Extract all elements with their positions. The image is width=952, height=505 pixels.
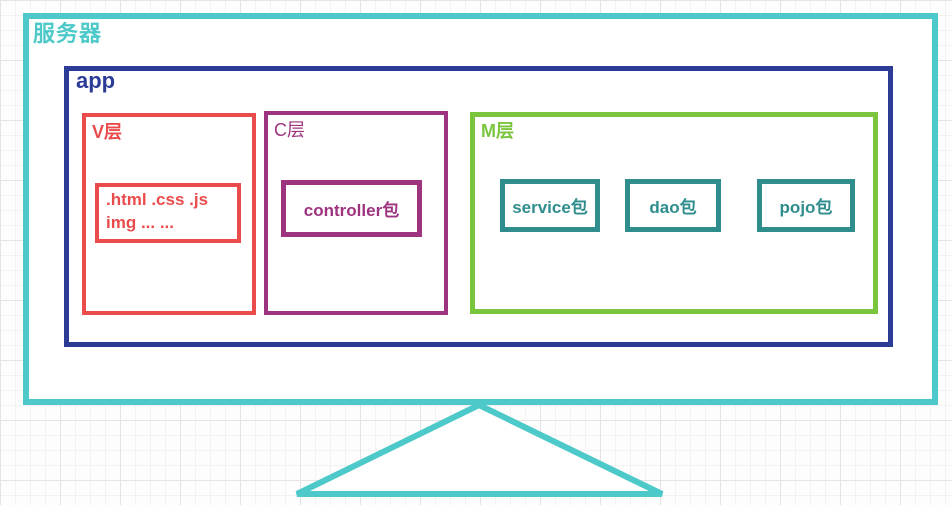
app-label: app [76, 68, 116, 93]
service-package-box: service包 [500, 179, 600, 232]
model-layer-box: M层 service包 dao包 pojo包 [470, 112, 878, 314]
monitor-stand-triangle [295, 401, 664, 497]
view-layer-box: V层 .html .css .js img ... ... [82, 113, 256, 315]
view-layer-label: V层 [92, 122, 123, 142]
model-layer-label: M层 [481, 121, 514, 141]
view-files-box: .html .css .js img ... ... [95, 183, 241, 243]
app-container: app V层 .html .css .js img ... ... C层 con… [64, 66, 893, 347]
pojo-package-box: pojo包 [757, 179, 855, 232]
server-container: 服务器 app V层 .html .css .js img ... ... C层… [23, 13, 938, 405]
dao-package-box: dao包 [625, 179, 721, 232]
controller-layer-label: C层 [274, 120, 305, 140]
controller-layer-box: C层 controller包 [264, 111, 448, 315]
server-label: 服务器 [33, 21, 103, 46]
controller-package-box: controller包 [281, 180, 422, 237]
